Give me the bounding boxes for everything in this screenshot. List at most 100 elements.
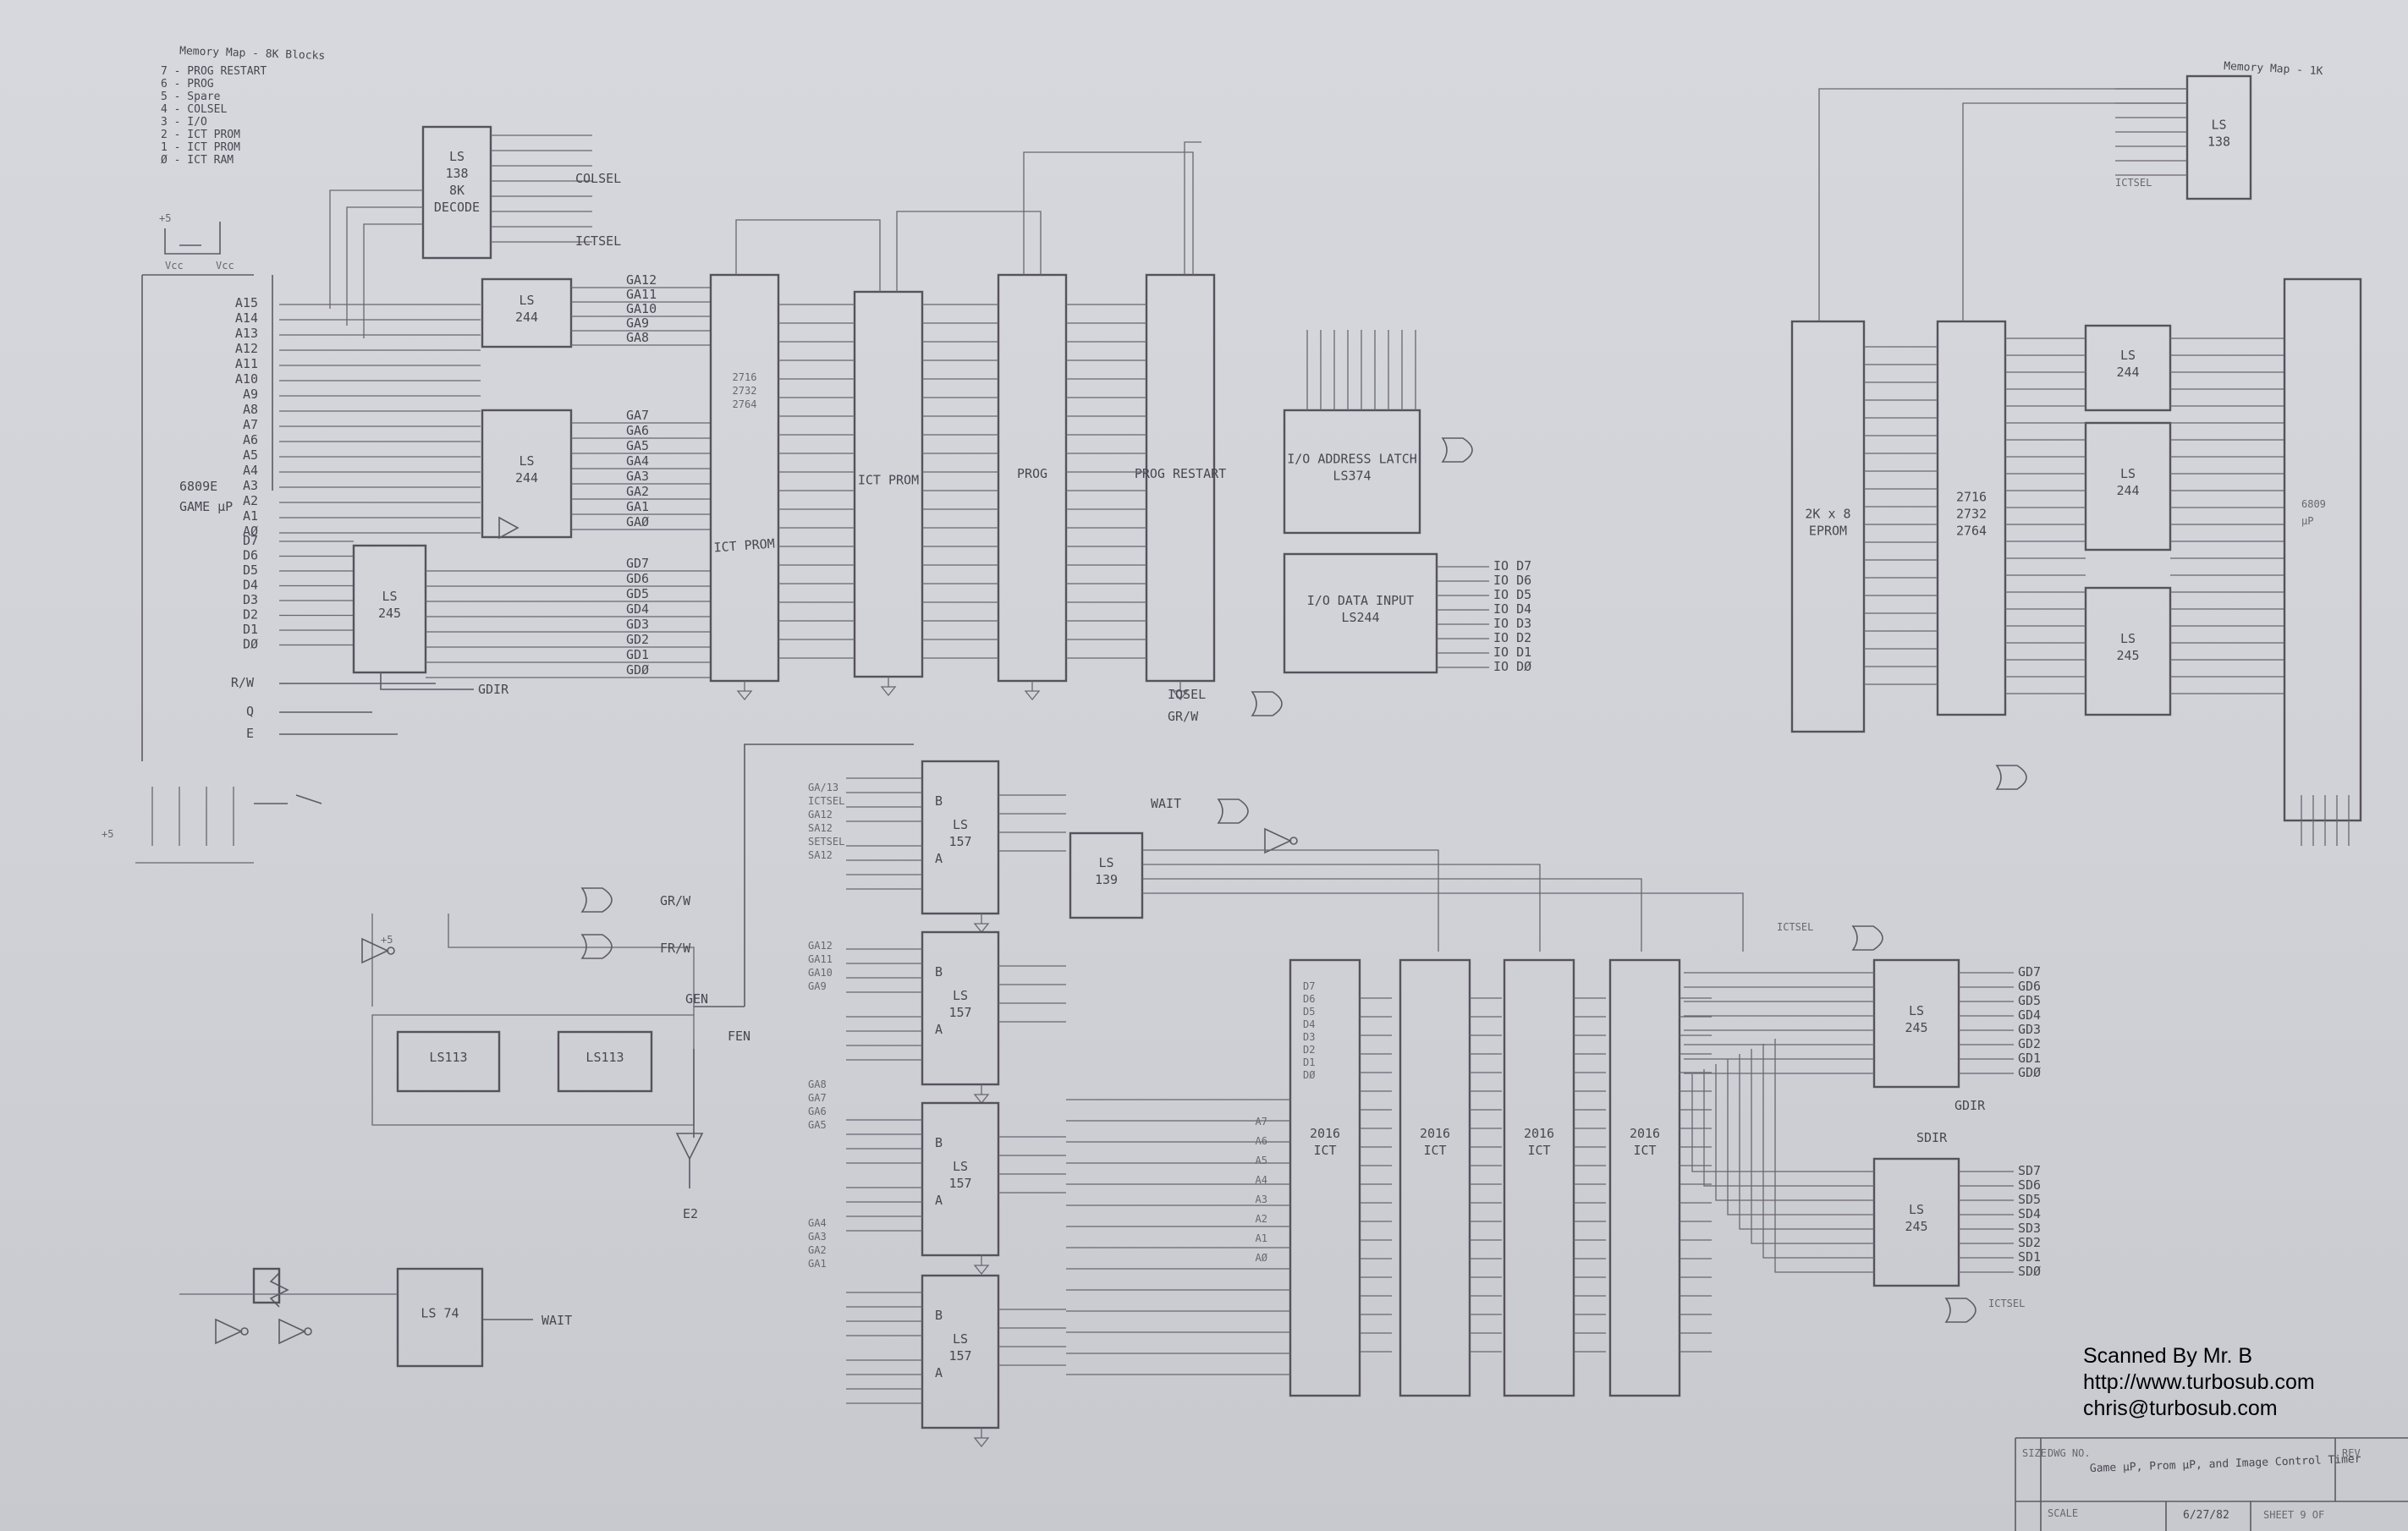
- gd-label: GD6: [626, 571, 649, 586]
- ict-prom-label: ICT PROM: [713, 536, 775, 556]
- right-ict-label: ICTSEL: [2115, 177, 2152, 189]
- select-wire: [1023, 151, 1194, 275]
- inverter-1-bubble: [387, 947, 395, 955]
- addr-pin: A6: [243, 432, 258, 447]
- mux-b-label: B: [935, 793, 943, 809]
- right-decoder-ls138-label: 138: [2207, 134, 2230, 150]
- memory-map-entry: 1 - ICT PROM: [161, 141, 240, 154]
- clock-inverter-1: [215, 1318, 243, 1345]
- io-gate: [1441, 437, 1473, 463]
- cpu-label: 6809E: [179, 479, 217, 494]
- ram-select: [1142, 892, 1744, 952]
- decoder-ls139: [1069, 831, 1144, 919]
- ram-2016-3-label: ICT: [1527, 1143, 1550, 1158]
- io-label: IO D1: [1493, 645, 1531, 660]
- gdir-label: GDIR: [478, 682, 509, 697]
- ga-lo-label: GA5: [626, 438, 649, 453]
- data-pin: D7: [243, 533, 258, 548]
- ict-gate-label: ICTSEL: [1777, 921, 1813, 933]
- xcv-in-2: [1762, 1044, 1874, 1259]
- addr-buffer-lo-label: 244: [515, 470, 538, 486]
- mux-ls157-2-label: 157: [948, 1005, 971, 1020]
- io-data-input: [1283, 552, 1438, 674]
- flipflop-2-label: LS113: [586, 1050, 624, 1065]
- gdir-wire: [380, 672, 474, 690]
- data-buffer-ls245-label: 245: [378, 606, 401, 621]
- wait-inverter-bubble: [1289, 837, 1298, 845]
- crystal-lead: [269, 1272, 289, 1308]
- mux-input-label: SETSEL: [808, 836, 844, 848]
- right-transceiver: [2084, 586, 2172, 716]
- transceiver-2-label: LS: [1909, 1202, 1924, 1217]
- io-address-latch: [1283, 409, 1421, 535]
- mux-ga-label: GA4: [808, 1217, 827, 1229]
- mux-ga-label: GA12: [808, 940, 833, 952]
- xcv-in-2: [1751, 1049, 1874, 1244]
- ram-address-pin: A1: [1256, 1232, 1267, 1244]
- addr-pin: A14: [235, 310, 258, 326]
- colsel-label: COLSEL: [575, 171, 621, 186]
- gd-label: GD4: [626, 601, 649, 617]
- ram-data-pin: D7: [1303, 980, 1315, 992]
- right-transceiver-label: LS: [2120, 631, 2136, 646]
- io-data-input-label: LS244: [1341, 610, 1379, 625]
- flipflop-1: [396, 1030, 501, 1093]
- right-cpu-label: μP: [2301, 515, 2313, 527]
- fr-w-out: FR/W: [660, 941, 691, 956]
- mux-ls157-3-label: LS: [953, 1159, 968, 1174]
- wait-gate: [1217, 798, 1249, 824]
- mux-ls157-1: [921, 760, 1000, 915]
- ga-hi-label: GA9: [626, 316, 649, 331]
- ram-2016-4: [1608, 958, 1681, 1397]
- flipflop-1-label: LS113: [429, 1050, 467, 1065]
- addr-pin: AØ: [243, 524, 258, 539]
- addr-buffer-lo-label: LS: [519, 453, 534, 469]
- transceiver-2-label: 245: [1905, 1219, 1927, 1234]
- right-cpu-memory-label: 2716: [1956, 490, 1987, 505]
- ram-data-pin: D6: [1303, 993, 1315, 1005]
- data-buffer-ls245: [352, 544, 427, 674]
- ram-2016-2-label: 2016: [1420, 1126, 1450, 1141]
- chip-select-wires: [735, 141, 1201, 292]
- ram-data-pin: D1: [1303, 1056, 1315, 1068]
- addr-pin: A11: [235, 356, 258, 371]
- gr-w-out: GR/W: [660, 893, 691, 908]
- title-block: [2015, 1437, 2408, 1531]
- right-eprom-label: 2K x 8: [1805, 507, 1850, 522]
- mux-input-label: SA12: [808, 849, 833, 861]
- mux-ga-label: GA7: [808, 1092, 827, 1104]
- addr-buffer-hi: [481, 277, 573, 348]
- ground-symbol: [973, 1437, 990, 1448]
- supply-label: +5: [102, 828, 113, 840]
- sd-label: SD5: [2018, 1192, 2041, 1207]
- mux-b-label: B: [935, 1308, 943, 1323]
- clock-inverter-2: [278, 1318, 306, 1345]
- io-label: IO D5: [1493, 587, 1531, 602]
- addr-buffer-hi-label: 244: [515, 310, 538, 325]
- sd-label: SD7: [2018, 1163, 2041, 1178]
- clock-inverter-1-bubble: [240, 1327, 249, 1336]
- ram-2016-3: [1503, 958, 1575, 1397]
- ram-select: [1142, 864, 1541, 952]
- right-cpu-memory-label: 2764: [1956, 524, 1987, 539]
- select-gate-2: [1944, 1298, 1976, 1323]
- right-decoder-ls138: [2185, 74, 2252, 200]
- mux-input-label: ICTSEL: [808, 795, 844, 807]
- ict-prom-main: [709, 273, 780, 683]
- right-buffer-1-label: 244: [2116, 365, 2139, 380]
- mux-ls157-3-label: 157: [948, 1176, 971, 1191]
- ga-lo-label: GA3: [626, 469, 649, 484]
- right-gate: [1995, 765, 2027, 790]
- ga-lo-label: GAØ: [626, 514, 649, 530]
- mux-ga-label: GA1: [808, 1258, 827, 1270]
- io-label: IO D4: [1493, 601, 1531, 617]
- gd-out-label: GD5: [2018, 993, 2041, 1008]
- data-pin: D4: [243, 578, 258, 593]
- ram-data-pin: D3: [1303, 1031, 1315, 1043]
- gd-label: GD7: [626, 556, 649, 571]
- clock-ls74-label: LS 74: [421, 1306, 459, 1321]
- addr-pin: A7: [243, 417, 258, 432]
- or-gate-2: [580, 934, 613, 959]
- mux-ls157-3: [921, 1101, 1000, 1257]
- ictsel-label: ICTSEL: [575, 233, 621, 249]
